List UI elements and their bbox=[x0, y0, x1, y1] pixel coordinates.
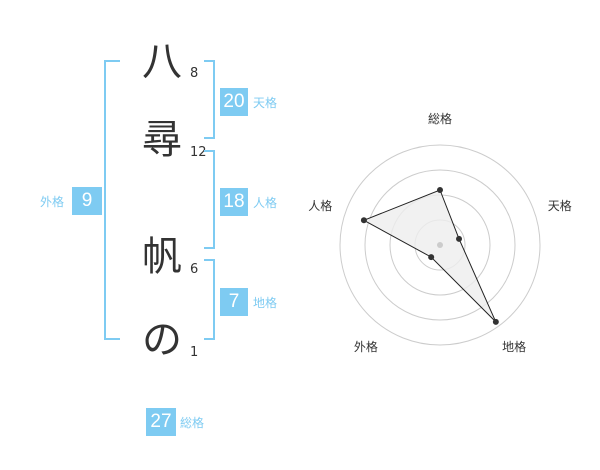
jinkaku-label: 人格 bbox=[253, 196, 278, 210]
radar-point-1 bbox=[456, 235, 463, 242]
soukaku-badge: 27 bbox=[146, 408, 176, 436]
tenkaku-badge: 20 bbox=[220, 88, 248, 116]
gaikaku-bracket bbox=[104, 60, 120, 340]
name-character-4: の bbox=[142, 317, 182, 363]
soukaku-label: 総格 bbox=[180, 416, 205, 430]
chikaku-badge: 7 bbox=[220, 288, 248, 316]
radar-point-3 bbox=[428, 254, 435, 261]
radar-axis-label-1: 天格 bbox=[548, 198, 572, 213]
radar-point-2 bbox=[492, 318, 499, 325]
jinkaku-badge: 18 bbox=[220, 188, 248, 216]
chikaku-bracket bbox=[204, 259, 215, 340]
radar-ring-4 bbox=[339, 144, 541, 346]
tenkaku-label: 天格 bbox=[253, 96, 278, 110]
jinkaku-bracket bbox=[204, 150, 215, 249]
radar-axis-label-2: 地格 bbox=[502, 339, 526, 354]
name-character-3: 帆 bbox=[142, 234, 182, 280]
gaikaku-label: 外格 bbox=[40, 195, 65, 209]
tenkaku-bracket bbox=[204, 60, 215, 139]
radar-axis-label-0: 総格 bbox=[428, 111, 452, 126]
radar-ring-3 bbox=[364, 169, 516, 321]
gaikaku-badge: 9 bbox=[72, 187, 102, 215]
stroke-count-3: 6 bbox=[190, 262, 199, 277]
radar-point-4 bbox=[360, 217, 367, 224]
stroke-count-2: 12 bbox=[190, 145, 207, 160]
chikaku-label: 地格 bbox=[253, 296, 278, 310]
name-character-1: 八 bbox=[142, 39, 182, 85]
stroke-count-4: 1 bbox=[190, 345, 199, 360]
radar-axis-label-4: 人格 bbox=[308, 198, 332, 213]
radar-axis-label-3: 外格 bbox=[354, 339, 378, 354]
radar-center-dot bbox=[437, 242, 443, 248]
radar-point-0 bbox=[437, 187, 443, 193]
name-character-2: 尋 bbox=[142, 117, 182, 163]
stroke-count-1: 8 bbox=[190, 66, 199, 81]
